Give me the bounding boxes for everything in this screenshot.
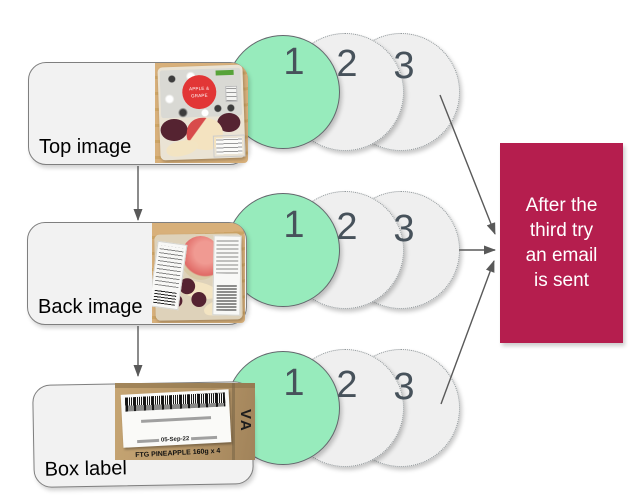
price-tag bbox=[215, 69, 234, 76]
try-number-1: 1 bbox=[283, 362, 305, 404]
badge-text: GRAPE bbox=[190, 92, 208, 98]
photo-back-image bbox=[152, 223, 245, 323]
step-label: Box label bbox=[44, 457, 128, 481]
try-number-3: 3 bbox=[393, 366, 415, 408]
photo-box-label: VA 05-Sep-22 FTG PINEAPPLE 160g x 4 bbox=[115, 383, 255, 460]
result-box: After the third try an email is sent bbox=[500, 143, 623, 343]
try-number-1: 1 bbox=[283, 41, 305, 83]
box-edge bbox=[115, 383, 255, 388]
try-number-1: 1 bbox=[283, 204, 305, 246]
label-barcode bbox=[216, 284, 237, 311]
pack-sleeve: APPLE & GRAPE bbox=[159, 67, 243, 119]
try-number-2: 2 bbox=[336, 43, 358, 85]
photo-top-image: APPLE & GRAPE bbox=[155, 63, 248, 163]
try-number-3: 3 bbox=[393, 45, 415, 87]
grape-cluster bbox=[160, 118, 188, 142]
info-label bbox=[212, 235, 242, 316]
use-by-date: 05-Sep-22 bbox=[160, 436, 190, 444]
label-text-lines bbox=[216, 239, 239, 274]
try-number-2: 2 bbox=[336, 206, 358, 248]
result-text: After the third try an email is sent bbox=[525, 194, 598, 292]
try-number-3: 3 bbox=[393, 208, 415, 250]
fruit-pack-back bbox=[152, 233, 243, 321]
barcode-digits bbox=[126, 408, 227, 431]
brand-badge: APPLE & GRAPE bbox=[181, 74, 217, 110]
pack-sticker bbox=[212, 134, 246, 158]
label-text-lines bbox=[154, 245, 184, 289]
box-print-text: VA bbox=[237, 409, 254, 433]
step-label: Top image bbox=[39, 136, 132, 158]
step-label: Back image bbox=[38, 296, 143, 318]
fruit-pack-top: APPLE & GRAPE bbox=[157, 64, 246, 161]
grape bbox=[191, 291, 207, 308]
label-barcode bbox=[153, 288, 177, 306]
box-seam bbox=[232, 383, 235, 460]
try-number-2: 2 bbox=[336, 364, 358, 406]
shipping-label: 05-Sep-22 FTG PINEAPPLE 160g x 4 bbox=[120, 389, 232, 459]
sleeve-window bbox=[225, 85, 238, 103]
